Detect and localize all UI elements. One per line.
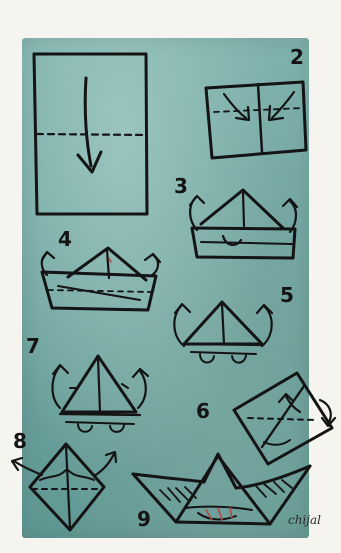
step-label-7: 7 xyxy=(26,334,40,358)
artist-signature: chijal xyxy=(288,513,321,527)
folding-step-7-triangle-icon xyxy=(53,356,149,432)
step-label-5: 5 xyxy=(280,283,294,307)
step-label-4: 4 xyxy=(58,227,72,251)
step-label-3: 3 xyxy=(174,174,188,198)
step-label-9: 9 xyxy=(137,507,151,531)
folding-step-4-boat-base-icon xyxy=(42,248,160,310)
folding-step-2-fold-corners-icon xyxy=(206,82,306,158)
folding-step-1-rectangle-icon xyxy=(34,54,147,214)
step-label-8: 8 xyxy=(13,429,27,453)
folding-step-5-triangle-icon xyxy=(174,302,272,363)
folding-step-8-diamond-icon xyxy=(12,444,116,530)
step-label-6: 6 xyxy=(196,399,210,423)
folding-step-9-boat-icon xyxy=(133,454,310,524)
folding-step-3-hat-icon xyxy=(190,190,297,258)
step-label-2: 2 xyxy=(290,45,304,69)
folding-step-6-square-icon xyxy=(234,373,335,464)
